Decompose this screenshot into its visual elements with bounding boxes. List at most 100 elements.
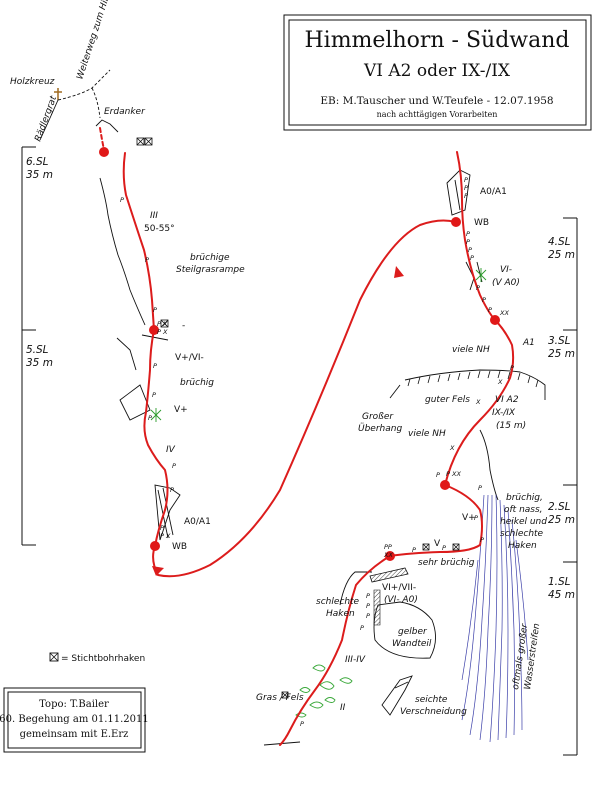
- svg-text:P: P: [466, 230, 470, 238]
- ii-label: II: [340, 703, 346, 713]
- svg-text:P: P: [366, 612, 370, 620]
- credit-ascent: 60. Begehung am 01.11.2011: [0, 714, 149, 725]
- belay-top: [99, 147, 109, 157]
- svg-text:P: P: [145, 256, 149, 264]
- wandteil-label: Wandteil: [392, 639, 432, 649]
- left-grass-mark: [150, 408, 162, 422]
- gelber-wandteil-outline: [373, 601, 436, 659]
- svg-text:X: X: [449, 444, 455, 452]
- sehr-bruechig-label: sehr brüchig: [418, 558, 475, 568]
- svg-text:P: P: [476, 284, 480, 292]
- v-vi-label: V+/VI-: [175, 353, 204, 363]
- guter-fels-label: guter Fels: [425, 395, 470, 405]
- bolt-4-icon: [422, 543, 430, 551]
- bruechig-left-label: brüchig: [180, 378, 214, 388]
- descent-trail: [91, 87, 101, 119]
- svg-text:P: P: [464, 192, 468, 200]
- right-rock-features: [263, 169, 546, 746]
- svg-text:P X: P X: [157, 328, 168, 336]
- credits-box: Topo: T.Bailer 60. Begehung am 01.11.201…: [0, 687, 149, 753]
- gras-fels-label: Gras / Fels: [256, 693, 304, 703]
- pitch-3-name: 3.SL: [548, 335, 571, 347]
- left-labels: III 50-55° brüchige Steilgrasrampe - V+/…: [144, 211, 245, 552]
- route-pitch-2-1: [279, 484, 483, 746]
- water-streaks: [461, 494, 529, 743]
- wb-left-label: WB: [172, 542, 187, 552]
- svg-text:P: P: [464, 176, 468, 184]
- svg-text:P: P: [478, 484, 482, 492]
- svg-text:P: P: [120, 196, 124, 204]
- svg-text:X: X: [475, 398, 481, 406]
- vi-a0-label: (VI- A0): [384, 595, 418, 605]
- pitch-5-length: 35 m: [26, 357, 53, 369]
- credit-topo: Topo: T.Bailer: [39, 699, 109, 710]
- raedlergrat-ridge: [39, 99, 59, 141]
- svg-text:P: P: [468, 246, 472, 254]
- bolt-3-icon: [160, 319, 169, 328]
- svg-text:P: P: [152, 391, 156, 399]
- a0a1-right-label: A0/A1: [480, 187, 507, 197]
- route-traverse: [152, 219, 456, 578]
- hatched-ledge: [369, 567, 409, 583]
- grass-patches: [295, 664, 353, 718]
- roof-ticks: [407, 370, 539, 388]
- vi-a2-label: VI A2: [495, 395, 519, 405]
- svg-text:P: P: [482, 296, 486, 304]
- svg-text:P: P: [153, 362, 157, 370]
- right-top-block: [446, 169, 471, 216]
- oft-nass-label: oft nass,: [504, 505, 543, 515]
- route-arrow-bottom: [152, 566, 164, 576]
- pitch-2-name: 2.SL: [548, 501, 571, 513]
- belay-wb-left: [150, 541, 160, 551]
- pitch-3-length: 25 m: [548, 348, 575, 360]
- title-box: Himmelhorn - Südwand VI A2 oder IX-/IX E…: [283, 14, 592, 131]
- svg-text:P: P: [436, 471, 440, 479]
- left-block: [119, 384, 151, 421]
- summit-area: Holzkreuz Rädlergrat Weiterweg zum Himme…: [10, 0, 146, 143]
- right-bolt-marks: [281, 543, 460, 699]
- svg-text:P: P: [466, 238, 470, 246]
- v-a0-label: (V A0): [492, 278, 520, 288]
- svg-text:P: P: [360, 624, 364, 632]
- v-plus-left-label: V+: [174, 405, 188, 415]
- viele-nh2-label: viele NH: [408, 429, 446, 439]
- left-hook-marks: P P P P X P X P P P P P P P X: [120, 196, 176, 540]
- credit-partner: gemeinsam mit E.Erz: [20, 729, 129, 740]
- left-ramp-edge: [99, 177, 146, 326]
- belay-2-3: [440, 480, 450, 490]
- svg-text:XX: XX: [499, 309, 509, 317]
- grade-iii: III: [150, 211, 158, 221]
- haken2-label: Haken: [326, 609, 355, 619]
- pitch-1-length: 45 m: [548, 589, 575, 601]
- pitch-6-length: 35 m: [26, 169, 53, 181]
- schlechte-label: schlechte: [500, 529, 544, 539]
- svg-text:P: P: [153, 306, 157, 314]
- svg-text:P: P: [464, 184, 468, 192]
- svg-text:P XX: P XX: [446, 470, 461, 478]
- summit-rock: [95, 119, 119, 133]
- belay-3-4: [490, 315, 500, 325]
- svg-text:P: P: [480, 536, 484, 544]
- weiterweg-label: Weiterweg zum Himmelhorn: [75, 0, 124, 81]
- left-pitch-scale: 6.SL 35 m 5.SL 35 m: [21, 146, 53, 546]
- bolt-5-icon: [452, 543, 460, 551]
- pitch-6-name: 6.SL: [26, 156, 49, 168]
- left-crack-inner2: [162, 487, 174, 536]
- left-edge-2: [141, 334, 169, 341]
- right-labels: A0/A1 WB VI- (V A0) A1 viele NH guter Fe…: [256, 187, 547, 717]
- viele-nh-label: viele NH: [452, 345, 490, 355]
- first-ascent: EB: M.Tauscher und W.Teufele - 12.07.195…: [320, 95, 553, 107]
- seichte-label: seichte: [415, 695, 448, 705]
- svg-text:P: P: [442, 544, 446, 552]
- schlechte2-label: schlechte: [316, 597, 360, 607]
- first-ascent-note: nach achttägigen Vorarbeiten: [377, 110, 498, 119]
- credits-box-border-outer: [3, 687, 146, 753]
- raedlergrat-label: Rädlergrat: [33, 94, 59, 143]
- hatched-crack: [373, 589, 381, 626]
- iv-label: IV: [166, 445, 176, 455]
- belay-wb-right: [451, 217, 461, 227]
- svg-text:PP: PP: [384, 543, 392, 551]
- vi-vii-label: VI+/VII-: [382, 583, 416, 593]
